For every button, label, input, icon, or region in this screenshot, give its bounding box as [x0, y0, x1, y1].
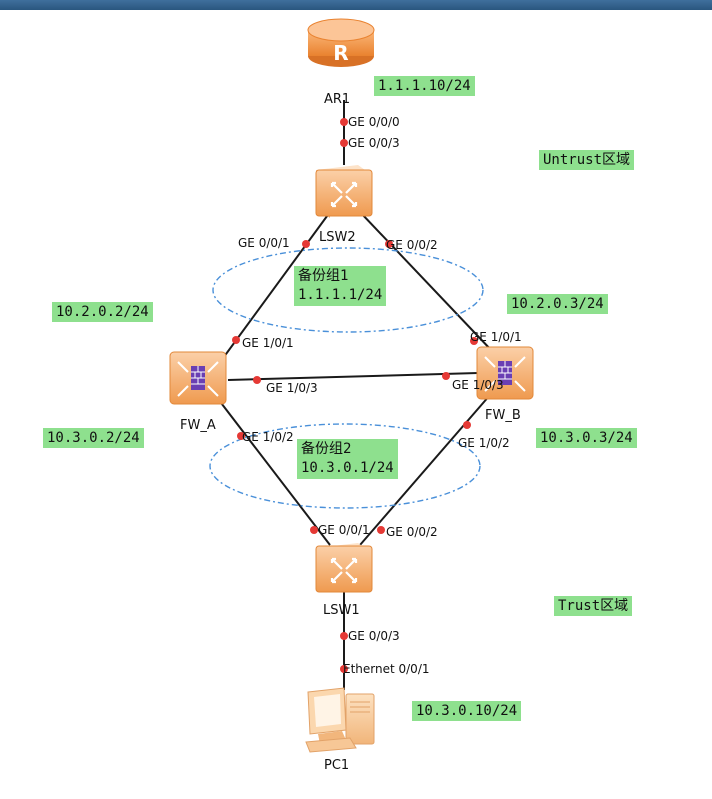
- firewall-icon[interactable]: [169, 351, 227, 405]
- port-label-lsw2-ge003: GE 0/0/3: [348, 136, 400, 150]
- port-label-lsw1-ge003: GE 0/0/3: [348, 629, 400, 643]
- device-name-pc1: PC1: [324, 758, 350, 773]
- port-label-pc1-eth001: Ethernet 0/0/1: [343, 662, 430, 676]
- backup-group-2-ellipse: [209, 423, 481, 509]
- backup-group-2-label: 备份组2 10.3.0.1/24: [297, 439, 398, 479]
- svg-text:R: R: [333, 41, 348, 65]
- port-label-lsw2-ge001: GE 0/0/1: [238, 236, 290, 250]
- link-fwa-lsw1: [214, 394, 331, 546]
- port-label-fwb-ge102: GE 1/0/2: [458, 436, 510, 450]
- port-label-lsw1-ge002: GE 0/0/2: [386, 525, 438, 539]
- backup-group-1-label: 备份组1 1.1.1.1/24: [294, 266, 387, 306]
- fwb-down-ip-label: 10.3.0.3/24: [536, 428, 637, 448]
- port-label-fwa-ge102: GE 1/0/2: [242, 430, 294, 444]
- backup-group-2-vip: 10.3.0.1/24: [301, 460, 394, 476]
- fwa-up-ip-label: 10.2.0.2/24: [52, 302, 153, 322]
- device-name-lsw1: LSW1: [323, 603, 360, 618]
- device-name-fw-b: FW_B: [485, 408, 521, 423]
- backup-group-1-vip: 1.1.1.1/24: [298, 287, 383, 303]
- untrust-zone-label: Untrust区域: [539, 150, 635, 170]
- firewall-icon[interactable]: [476, 346, 534, 400]
- fwb-up-ip-label: 10.2.0.3/24: [507, 294, 608, 314]
- device-name-fw-a: FW_A: [180, 418, 216, 433]
- device-name-lsw2: LSW2: [319, 230, 356, 245]
- pc-icon[interactable]: [305, 687, 375, 753]
- backup-group-1-ellipse: [212, 247, 484, 333]
- port-label-fwb-ge101: GE 1/0/1: [470, 330, 522, 344]
- backup-group-1-name: 备份组1: [298, 268, 349, 284]
- port-label-fwb-ge103: GE 1/0/3: [452, 378, 504, 392]
- port-label-lsw2-ge002: GE 0/0/2: [386, 238, 438, 252]
- device-name-ar1: AR1: [324, 92, 351, 107]
- router-icon[interactable]: R: [307, 18, 375, 67]
- title-bar: [0, 0, 712, 10]
- port-label-ar1-ge000: GE 0/0/0: [348, 115, 400, 129]
- port-label-lsw1-ge001: GE 0/0/1: [318, 523, 370, 537]
- switch-icon[interactable]: [315, 165, 373, 218]
- port-label-fwa-ge101: GE 1/0/1: [242, 336, 294, 350]
- port-dots: [232, 118, 478, 673]
- ar1-ip-label: 1.1.1.10/24: [374, 76, 475, 96]
- port-label-fwa-ge103: GE 1/0/3: [266, 381, 318, 395]
- switch-icon[interactable]: [315, 543, 373, 593]
- fwa-down-ip-label: 10.3.0.2/24: [43, 428, 144, 448]
- pc1-ip-label: 10.3.0.10/24: [412, 701, 522, 721]
- link-lsw2-fwb: [359, 211, 494, 353]
- link-fwb-lsw1: [359, 394, 491, 546]
- trust-zone-label: Trust区域: [554, 596, 633, 616]
- link-fwa-fwb: [227, 372, 479, 381]
- backup-group-2-name: 备份组2: [301, 441, 352, 457]
